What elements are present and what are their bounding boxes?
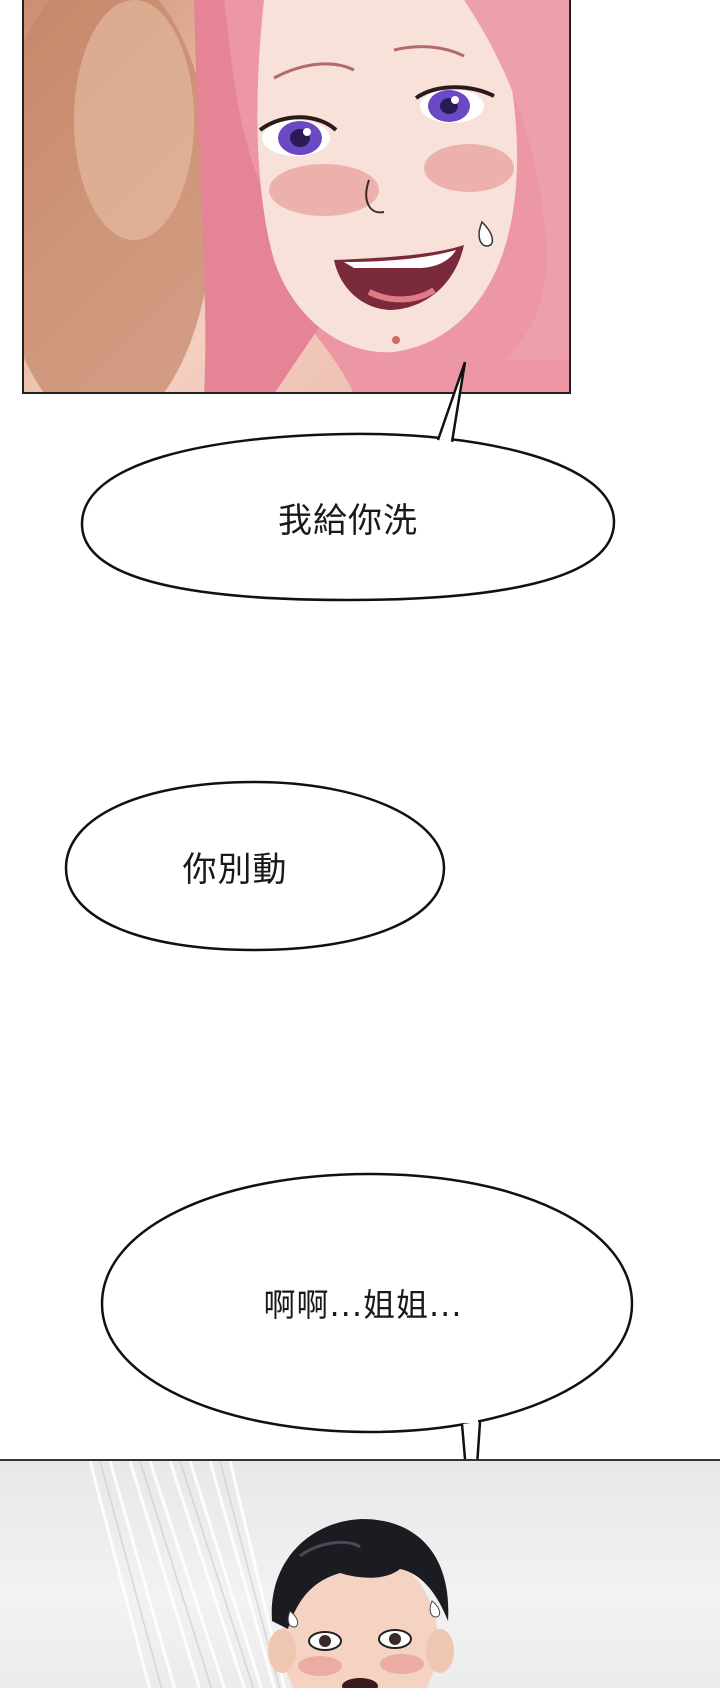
speech-bubble-2: 你別動	[64, 780, 446, 952]
speech-bubble-1: 我給你洗	[80, 361, 616, 602]
bubble-outline	[80, 361, 616, 602]
woman-illustration	[24, 0, 569, 392]
bubble-2-text: 你別動	[182, 849, 288, 890]
woman-face-panel	[22, 0, 571, 394]
speech-bubble-3: 啊啊...姐姐...	[100, 1172, 634, 1541]
boy-illustration	[88, 1461, 454, 1688]
bubble-outline	[64, 780, 446, 952]
boy-face-panel	[0, 1459, 720, 1688]
bubble-1-text: 我給你洗	[278, 500, 418, 541]
bubble-3-text: 啊啊...姐姐...	[263, 1286, 463, 1324]
